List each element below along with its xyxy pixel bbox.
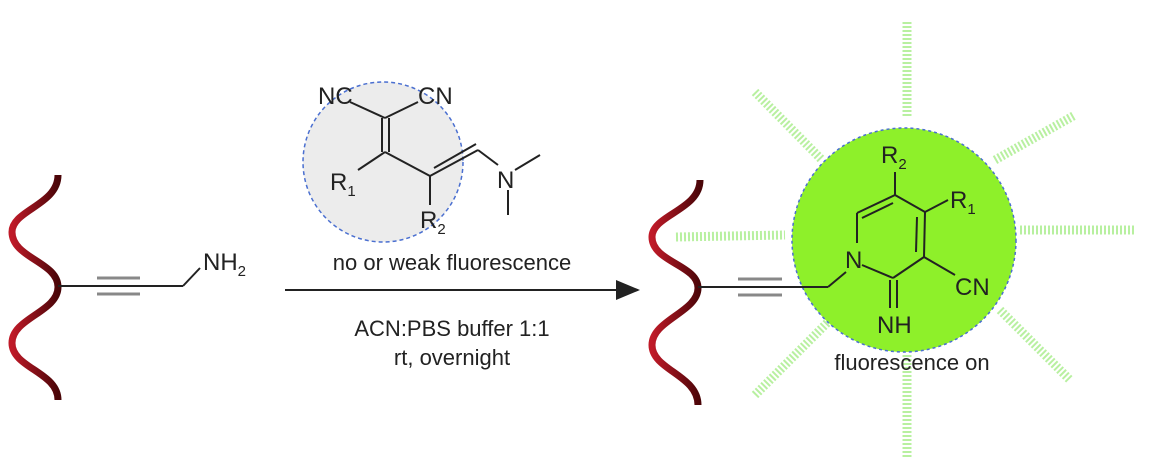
product-circle xyxy=(791,127,1017,353)
reagent-r1-label: R1 xyxy=(330,169,356,200)
dna-strand-right xyxy=(648,179,704,406)
reagent-cn-label: CN xyxy=(418,83,453,110)
propargylamine-linker xyxy=(58,267,201,296)
reagent-caption: no or weak fluorescence xyxy=(333,250,571,275)
reagent-circle xyxy=(302,81,464,243)
conditions-solvent: ACN:PBS buffer 1:1 xyxy=(354,316,549,341)
product-nh-label: NH xyxy=(877,312,912,339)
product-n-label: N xyxy=(845,247,862,274)
product-cn-label: CN xyxy=(955,274,990,301)
reagent-structure xyxy=(349,101,541,215)
reagent-r2-label: R2 xyxy=(420,207,446,238)
product-structure xyxy=(698,172,956,308)
product-r1-label: R1 xyxy=(950,187,976,218)
reagent-nc-label: NC xyxy=(318,83,353,110)
conditions-time: rt, overnight xyxy=(394,345,510,370)
product-caption: fluorescence on xyxy=(834,350,989,375)
fluorescence-rays xyxy=(675,22,1135,458)
product-r2-label: R2 xyxy=(881,142,907,173)
dna-strand-left xyxy=(8,174,62,401)
amine-label: NH2 xyxy=(203,249,246,280)
reagent-n-label: N xyxy=(497,167,514,194)
